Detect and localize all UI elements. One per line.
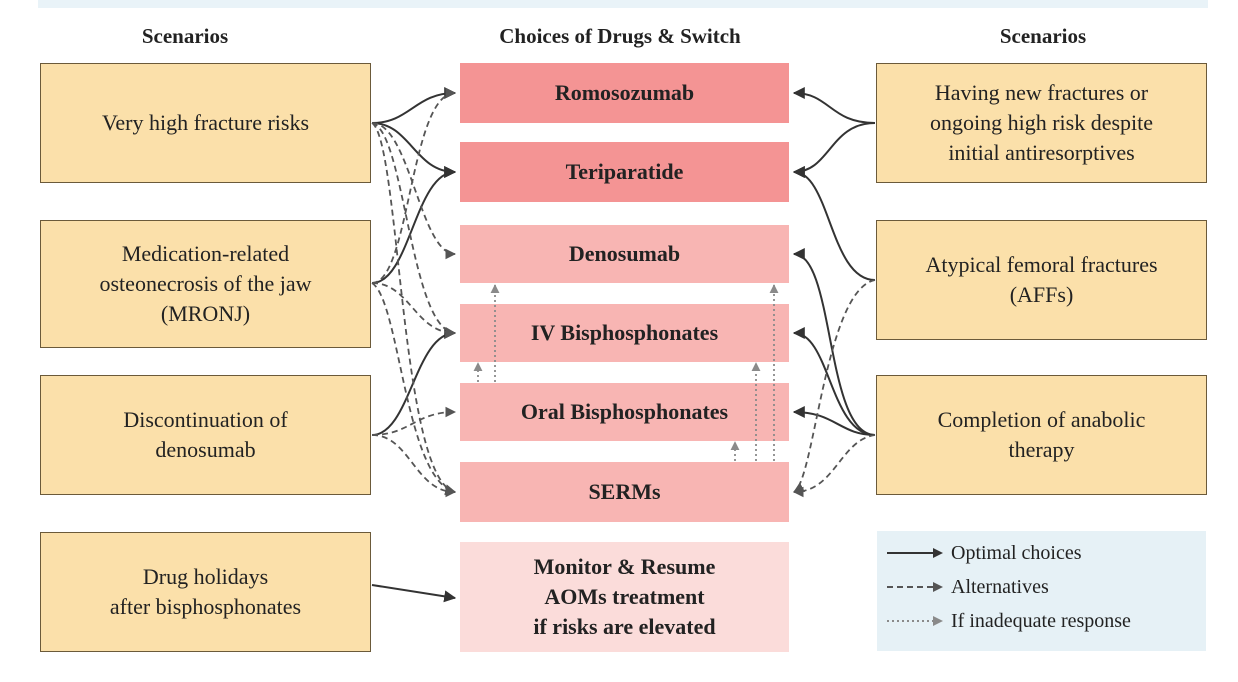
arrow-affs-teriparatide	[792, 166, 876, 281]
top-band	[38, 0, 1208, 8]
arrow-mronj-iv-alt	[371, 282, 457, 339]
arrow-vhr-serms-alt	[371, 122, 457, 496]
scenario-completion-anabolic: Completion of anabolic therapy	[876, 375, 1207, 495]
legend-optimal: Optimal choices	[885, 539, 1082, 567]
drug-oral-bisphosphonates: Oral Bisphosphonates	[460, 383, 789, 441]
legend-dashed-arrow-icon	[887, 582, 943, 592]
scenario-discontinuation-denosumab: Discontinuation of denosumab	[40, 375, 371, 495]
legend-inadequate: If inadequate response	[885, 607, 1131, 635]
arrow-mronj-teriparatide	[371, 166, 457, 284]
header-left-scenarios: Scenarios	[141, 24, 229, 48]
header-right-scenarios: Scenarios	[999, 24, 1087, 48]
legend-dotted-arrow-icon	[887, 616, 943, 626]
drug-serms: SERMs	[460, 462, 789, 522]
legend-alternatives-label: Alternatives	[951, 575, 1049, 598]
drug-iv-bisphosphonates: IV Bisphosphonates	[460, 304, 789, 362]
scenario-very-high-risk: Very high fracture risks	[40, 63, 371, 183]
arrow-anabolic-serms-alt	[792, 434, 876, 498]
arrow-newfx-teriparatide	[792, 122, 876, 178]
header-drug-choices: Choices of Drugs & Switch	[499, 24, 741, 48]
legend-inadequate-label: If inadequate response	[951, 609, 1131, 632]
drug-teriparatide: Teriparatide	[460, 142, 789, 202]
arrow-disc-serms-alt	[371, 434, 457, 498]
arrow-mronj-serms-alt	[371, 282, 457, 495]
arrow-vhr-romosozumab	[371, 87, 457, 124]
arrow-holiday-monitor	[371, 584, 457, 603]
scenario-mronj: Medication-related osteonecrosis of the …	[40, 220, 371, 348]
scenario-new-fractures: Having new fractures or ongoing high ris…	[876, 63, 1207, 183]
arrow-anabolic-oral	[792, 406, 876, 436]
legend: Optimal choices Alternatives If inadequa…	[877, 531, 1206, 651]
drug-romosozumab: Romosozumab	[460, 63, 789, 123]
arrow-anabolic-iv	[792, 327, 876, 436]
arrow-vhr-iv-alt	[371, 122, 457, 338]
arrow-vhr-teriparatide	[371, 122, 457, 178]
arrow-anabolic-denosumab	[792, 248, 876, 436]
drug-denosumab: Denosumab	[460, 225, 789, 283]
arrow-disc-oral-alt	[371, 406, 457, 436]
legend-alternatives: Alternatives	[885, 573, 1049, 601]
scenario-affs: Atypical femoral fractures (AFFs)	[876, 220, 1207, 340]
arrow-vhr-denosumab-alt	[371, 122, 457, 260]
arrow-affs-serms-alt	[793, 279, 876, 493]
legend-solid-arrow-icon	[887, 548, 943, 558]
scenario-drug-holidays: Drug holidays after bisphosphonates	[40, 532, 371, 652]
legend-optimal-label: Optimal choices	[951, 541, 1082, 564]
monitor-resume-box: Monitor & Resume AOMs treatment if risks…	[460, 542, 789, 652]
arrow-newfx-romosozumab	[792, 87, 876, 124]
